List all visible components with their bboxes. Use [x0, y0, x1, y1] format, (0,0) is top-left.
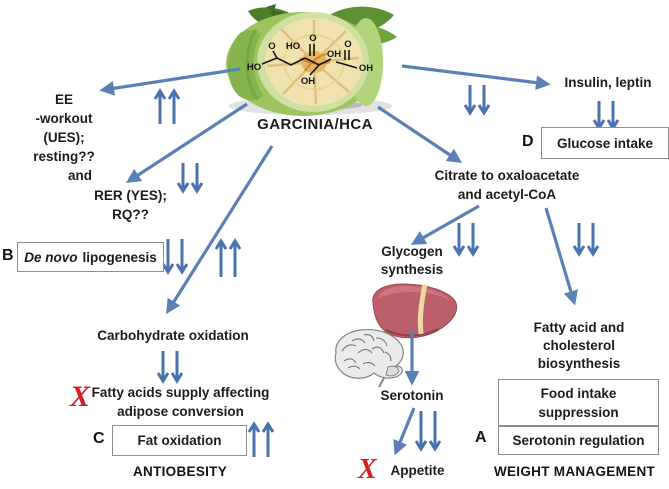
arrow-hca-to-insulin [401, 64, 551, 90]
decrease-arrows-right-top [463, 85, 491, 116]
down-arrow-icon [592, 101, 606, 131]
rer-rq-label: RER (YES); RQ?? [94, 188, 167, 222]
down-arrow-icon [175, 239, 189, 275]
x-mark-appetite: X [358, 454, 377, 485]
insulin-leptin-label: Insulin, leptin [564, 75, 652, 90]
hca-chemical-structure: O HO O HO OH OH O OH [247, 33, 373, 87]
garcinia-hca-label: GARCINIA/HCA [257, 116, 373, 133]
lipogenesis-text: lipogenesis [82, 249, 157, 265]
decrease-arrows-fatty-supply [156, 351, 184, 384]
decrease-arrows-glucose-intake [592, 101, 620, 131]
down-arrow-icon [190, 163, 204, 194]
down-arrow-icon [414, 411, 428, 452]
up-arrow-icon [228, 238, 242, 277]
label-letter-c: C [93, 430, 105, 447]
decrease-arrows-appetite [414, 411, 442, 452]
label-letter-d: D [522, 133, 534, 150]
arrow-hca-to-carb-oxidation [166, 145, 274, 315]
down-arrow-icon [466, 223, 480, 257]
chem-label: O [268, 41, 275, 52]
up-arrow-icon [167, 88, 181, 124]
increase-arrows-ee [153, 88, 181, 124]
brain-illustration [334, 328, 404, 388]
chem-label: O [309, 33, 316, 44]
glycogen-synthesis-label: Glycogen synthesis [380, 244, 444, 277]
chem-label: HO [286, 41, 300, 52]
arrow-citrate-to-glycogen [410, 204, 480, 245]
food-intake-suppression-box: Food intake suppression [498, 379, 659, 426]
arrow-serotonin-to-appetite [393, 407, 416, 456]
up-arrow-icon [261, 421, 275, 457]
weight-management-title: WEIGHT MANAGEMENT [493, 464, 656, 479]
chem-label: HO [247, 62, 261, 73]
chem-label: OH [301, 76, 315, 87]
arrow-hca-to-ee [99, 67, 241, 96]
down-arrow-icon [428, 411, 442, 452]
down-arrow-icon [156, 351, 170, 384]
down-arrow-icon [572, 223, 586, 257]
arrow-hca-to-rer [125, 102, 248, 184]
down-arrow-icon [176, 163, 190, 194]
fruit-ridge-left [227, 30, 263, 101]
decrease-arrows-glycogen [452, 223, 480, 257]
down-arrow-icon [477, 85, 491, 116]
antiobesity-title: ANTIOBESITY [132, 464, 228, 479]
up-arrow-icon [247, 421, 261, 457]
glucose-intake-box: Glucose intake [541, 127, 669, 159]
arrow-hca-to-citrate [377, 105, 463, 164]
down-arrow-icon [161, 239, 175, 275]
fat-oxidation-box: Fat oxidation [112, 425, 247, 456]
fatty-acids-supply-label: Fatty acids supply affecting adipose con… [91, 385, 270, 419]
chem-label: OH [359, 63, 373, 74]
up-arrow-icon [153, 88, 167, 124]
serotonin-label: Serotonin [380, 388, 444, 403]
increase-arrows-fat-oxidation [247, 421, 275, 457]
de-novo-italic-text: De novo [24, 249, 78, 265]
chem-label: OH [327, 49, 341, 60]
appetite-label: Appetite [390, 463, 445, 478]
decrease-arrows-rer [176, 163, 204, 194]
citrate-label: Citrate to oxaloacetate and acetyl-CoA [434, 168, 580, 202]
x-mark-fatty-acids: X [70, 380, 91, 413]
down-arrow-icon [463, 85, 477, 116]
down-arrow-icon [452, 223, 466, 257]
down-arrow-icon [170, 351, 184, 384]
decrease-arrows-de-novo [161, 239, 189, 275]
de-novo-lipogenesis-box: De novo lipogenesis [17, 242, 164, 272]
stem-tip [266, 4, 276, 12]
arrow-citrate-to-fatty-acid [544, 207, 578, 306]
energy-expenditure-and: and [67, 168, 92, 183]
label-letter-b: B [2, 247, 14, 264]
label-letter-a: A [475, 429, 487, 446]
carbohydrate-oxidation-label: Carbohydrate oxidation [97, 328, 249, 343]
chem-label: O [344, 39, 351, 50]
down-arrow-icon [586, 223, 600, 257]
fruit-ridge-line [245, 29, 260, 101]
increase-arrows-carb-oxidation [214, 238, 242, 277]
serotonin-regulation-box: Serotonin regulation [498, 426, 659, 455]
garcinia-fruit-illustration: O HO O HO OH OH O OH [226, 4, 397, 116]
up-arrow-icon [214, 238, 228, 277]
decrease-arrows-fatty-biosynthesis [572, 223, 600, 257]
liver-illustration [372, 283, 458, 339]
energy-expenditure-label: EE -workout (UES); resting?? [33, 92, 95, 164]
fatty-acid-biosynthesis-label: Fatty acid and cholesterol biosynthesis [533, 320, 625, 371]
down-arrow-icon [606, 101, 620, 131]
